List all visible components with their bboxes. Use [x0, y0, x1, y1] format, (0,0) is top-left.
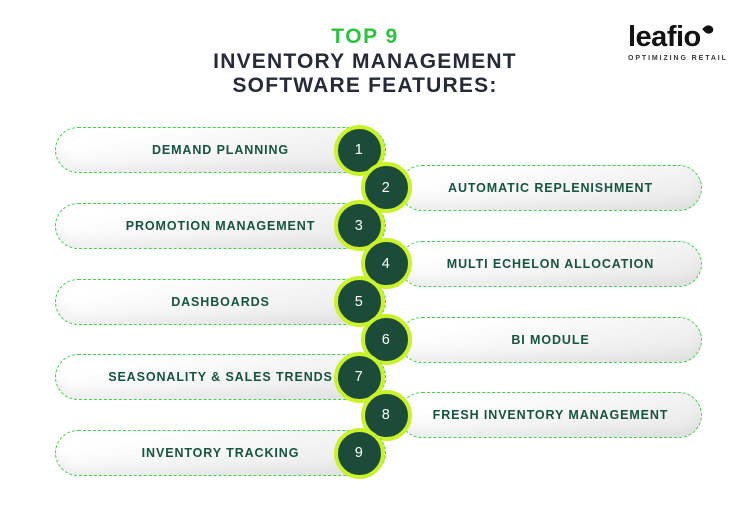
- feature-number-badge-9: 9: [333, 427, 385, 479]
- feature-label: AUTOMATIC REPLENISHMENT: [448, 180, 653, 195]
- feature-pill-1: DEMAND PLANNING: [55, 127, 386, 173]
- title-line-2: SOFTWARE FEATURES:: [232, 74, 498, 97]
- feature-pill-2: AUTOMATIC REPLENISHMENT: [399, 164, 702, 211]
- feature-number: 8: [381, 407, 391, 424]
- feature-pill-7: SEASONALITY & SALES TRENDS: [55, 354, 386, 401]
- feature-label: MULTI ECHELON ALLOCATION: [446, 256, 655, 271]
- feature-number: 3: [354, 217, 364, 234]
- infographic-title: TOP 9 INVENTORY MANAGEMENT SOFTWARE FEAT…: [0, 24, 730, 98]
- feature-label: SEASONALITY & SALES TRENDS: [108, 370, 333, 385]
- leafio-logo: leafio OPTIMIZING RETAIL: [628, 22, 738, 62]
- feature-number-badge-7: 7: [333, 351, 385, 403]
- feature-label: INVENTORY TRACKING: [141, 446, 300, 461]
- feature-pill-4: MULTI ECHELON ALLOCATION: [399, 240, 702, 287]
- feature-pill-8: FRESH INVENTORY MANAGEMENT: [399, 392, 702, 439]
- feature-number: 7: [354, 369, 364, 386]
- feature-number: 2: [381, 179, 391, 196]
- title-line-1: INVENTORY MANAGEMENT: [213, 50, 517, 73]
- feature-number: 1: [354, 142, 364, 158]
- feature-number: 5: [354, 293, 364, 310]
- leafio-wordmark: leafio: [628, 21, 701, 53]
- feature-label: DASHBOARDS: [171, 294, 270, 309]
- feature-pill-6: BI MODULE: [399, 316, 702, 363]
- feature-label: BI MODULE: [511, 332, 590, 347]
- feature-number: 9: [354, 445, 364, 462]
- feature-label: DEMAND PLANNING: [151, 143, 290, 157]
- feature-number: 4: [381, 255, 391, 272]
- feature-pill-9: INVENTORY TRACKING: [55, 430, 386, 477]
- feature-pill-3: PROMOTION MANAGEMENT: [55, 202, 386, 249]
- feature-number-badge-8: 8: [360, 389, 412, 441]
- title-top-9: TOP 9: [331, 25, 399, 48]
- feature-number: 6: [381, 331, 391, 348]
- leaf-icon: [702, 23, 715, 36]
- logo-tagline: OPTIMIZING RETAIL: [628, 55, 728, 62]
- feature-label: PROMOTION MANAGEMENT: [125, 218, 316, 233]
- feature-pill-5: DASHBOARDS: [55, 278, 386, 325]
- feature-label: FRESH INVENTORY MANAGEMENT: [432, 408, 669, 423]
